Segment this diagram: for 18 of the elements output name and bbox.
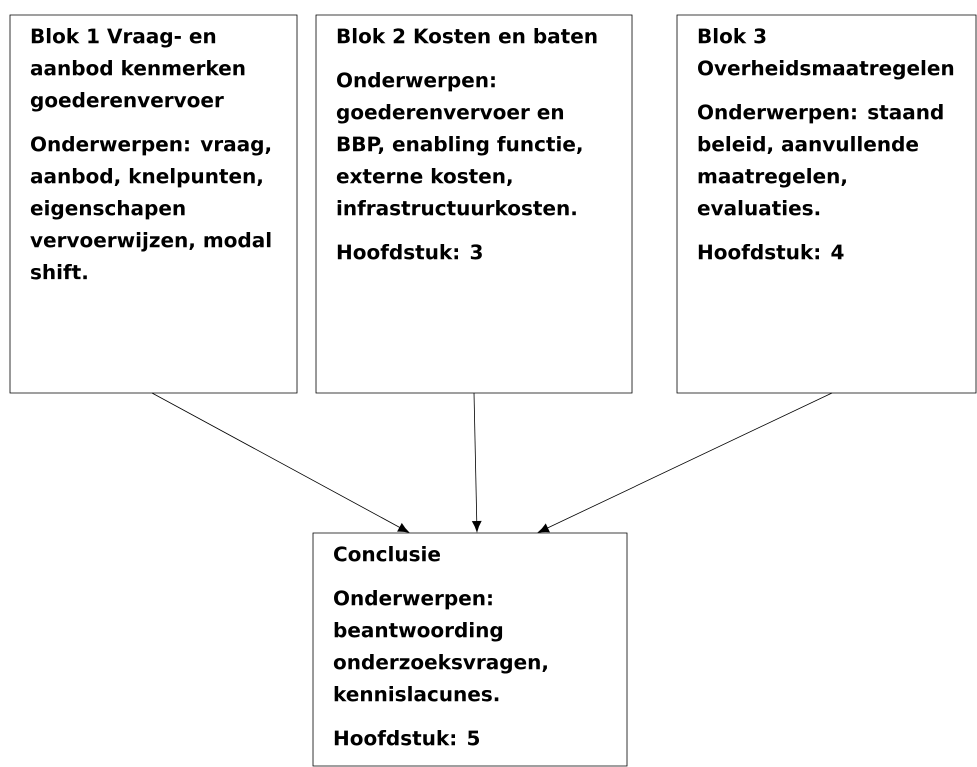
box-heading: Blok 3 Overheidsmaatregelen bbox=[698, 28, 954, 80]
arrow bbox=[538, 392, 832, 533]
topic-box bbox=[312, 532, 628, 766]
topic-box bbox=[676, 14, 976, 394]
arrow bbox=[152, 392, 410, 533]
topic-box bbox=[10, 14, 298, 394]
arrow bbox=[472, 392, 482, 532]
box-text: Hoofdstuk: 5 bbox=[334, 730, 480, 746]
topic-box bbox=[316, 14, 632, 394]
box-heading: Conclusie bbox=[334, 546, 440, 562]
box-heading: Blok 1 Vraag- en aanbod kenmerken goederenvervoer bbox=[30, 28, 244, 112]
box-text: Onderwerpen: vraag, aanbod, knelpunten, eigenschapen vervoerwijzen, modal shift. bbox=[30, 136, 270, 280]
box-text: Hoofdstuk: 4 bbox=[698, 244, 844, 260]
box-text: Onderwerpen: staand beleid, aanvullende maatregelen, evaluaties. bbox=[698, 104, 943, 216]
box-heading: Blok 2 Kosten en baten bbox=[338, 28, 596, 44]
box-text: Onderwerpen: beantwoording onderzoeksvragen, kennislacunes. bbox=[334, 590, 547, 702]
box-text: Hoofdstuk: 3 bbox=[338, 244, 482, 260]
box-text: Onderwerpen: goederenvervoer en BBP, enabling functie, externe kosten, infrastructuurkosten. bbox=[336, 72, 582, 216]
